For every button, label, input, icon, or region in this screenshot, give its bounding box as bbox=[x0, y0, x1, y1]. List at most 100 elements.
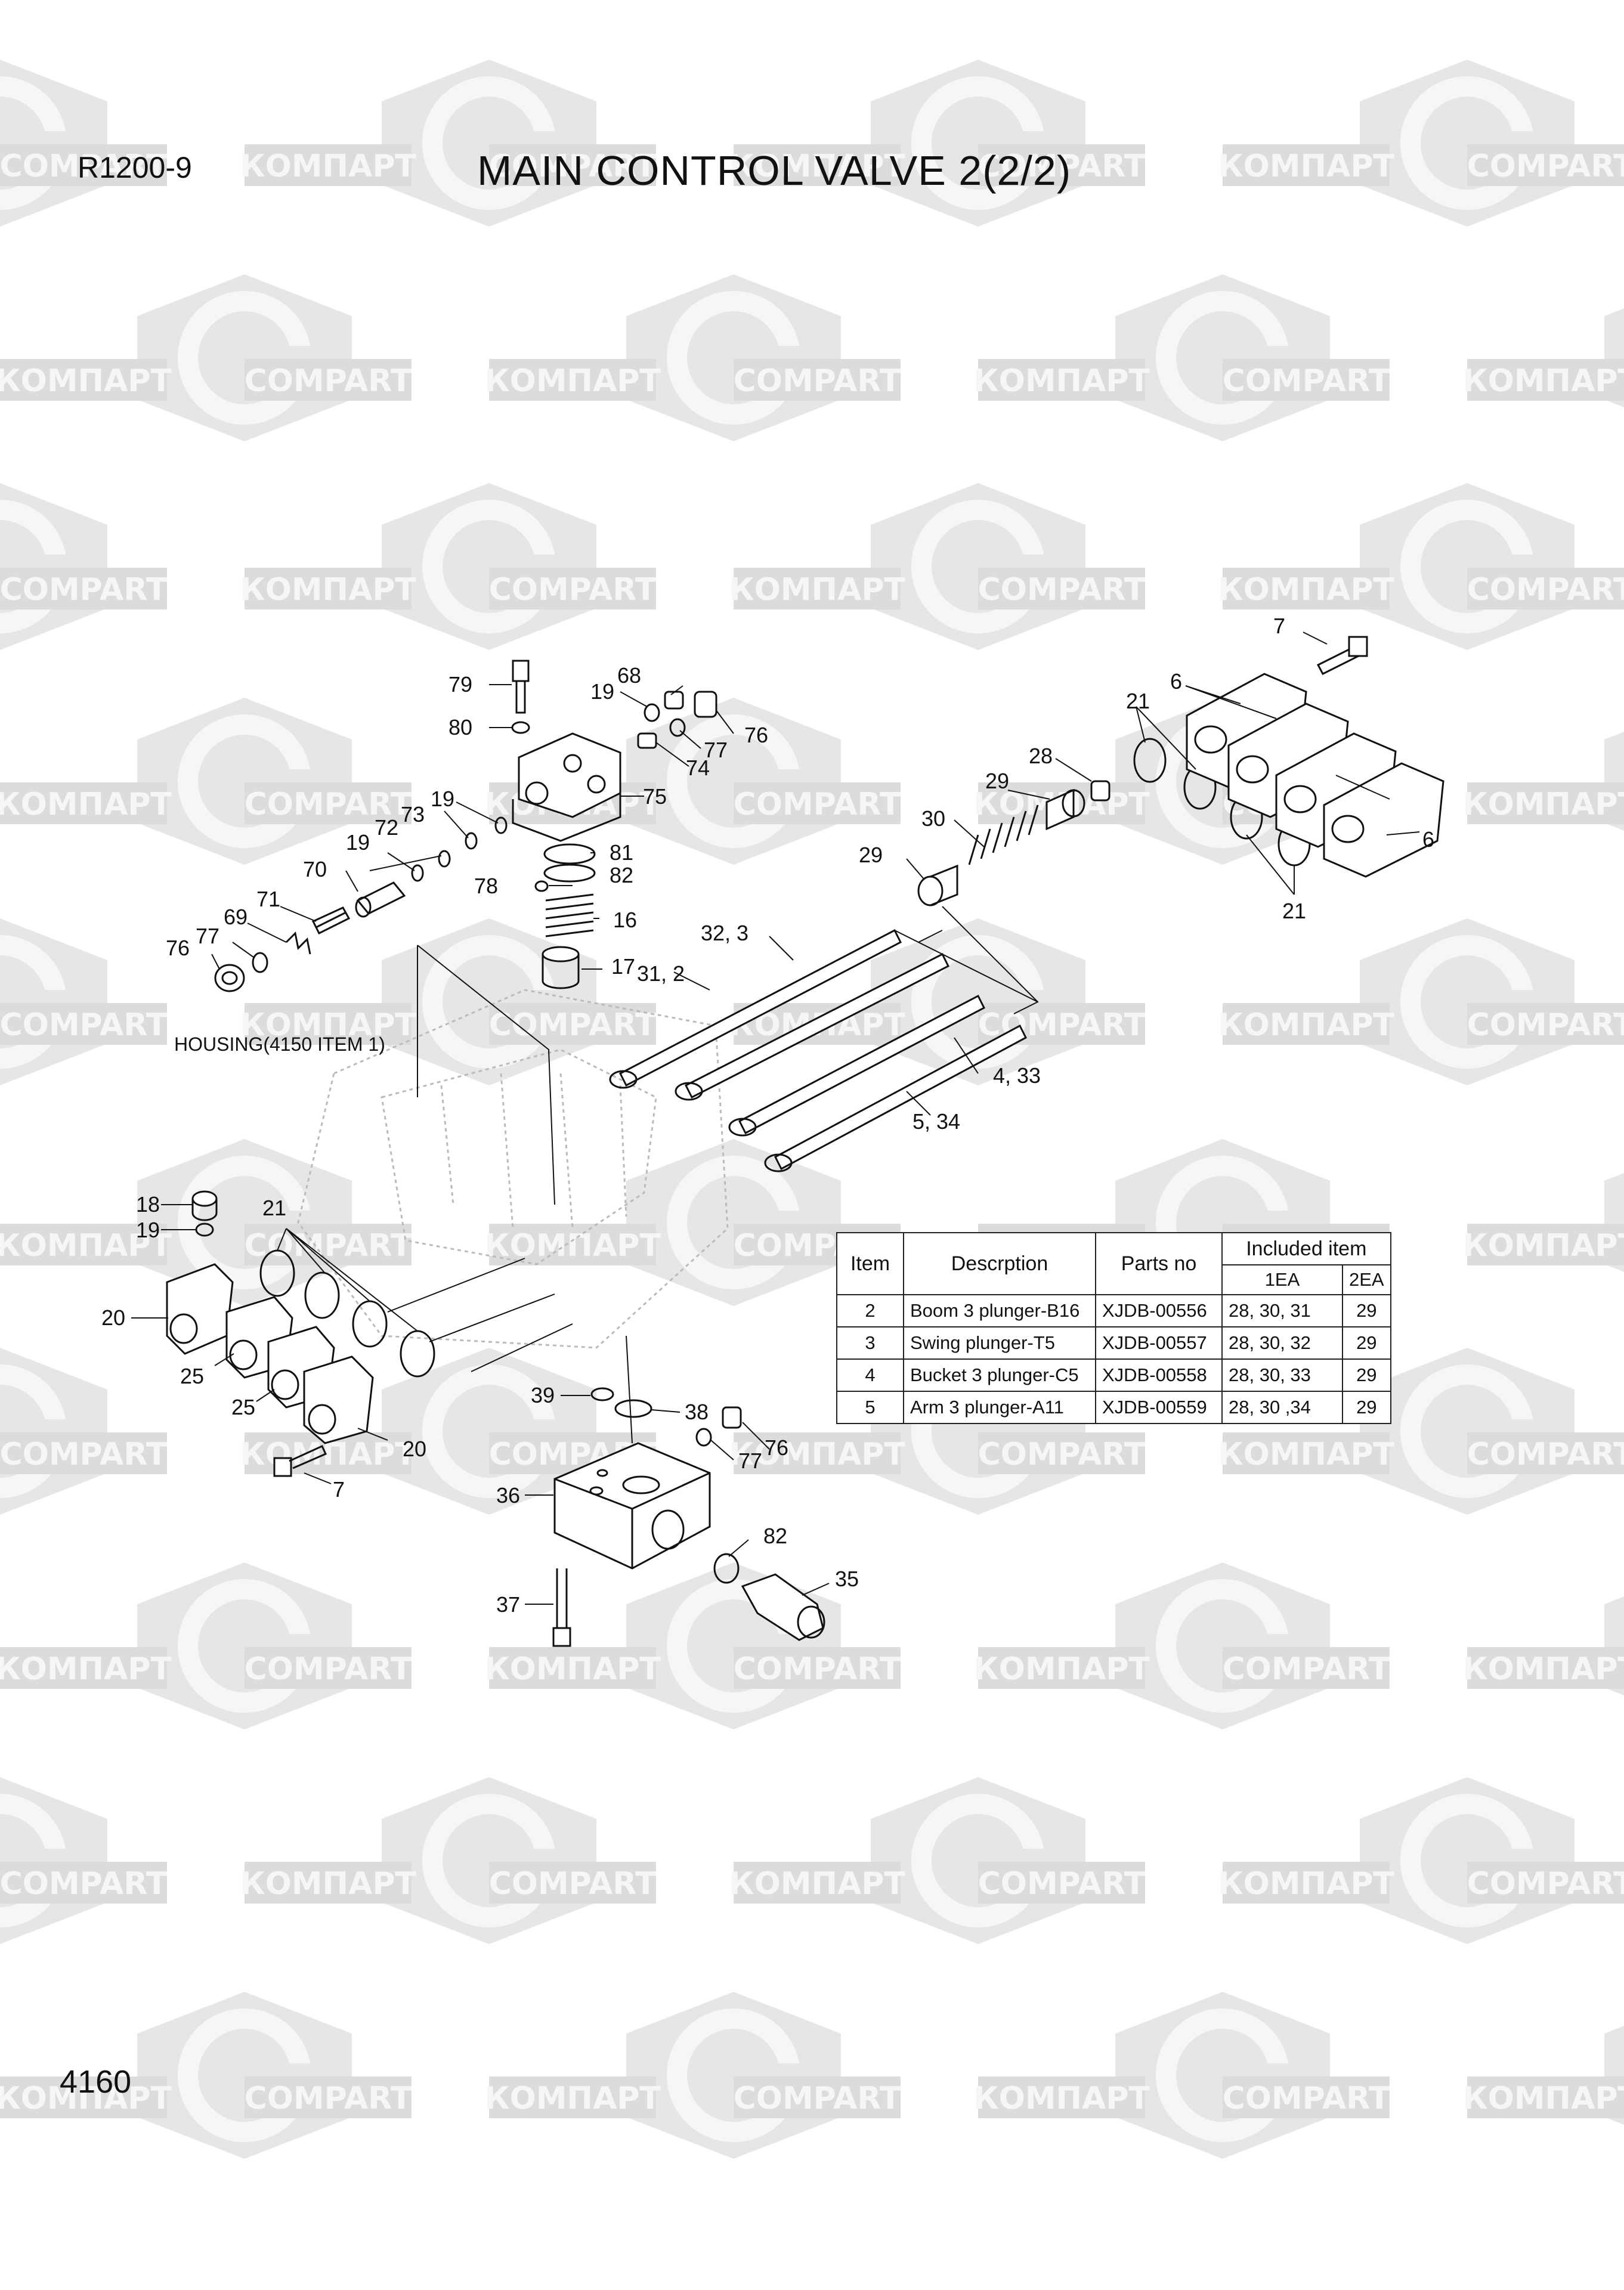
cell-2ea: 29 bbox=[1342, 1294, 1391, 1327]
callout-labels: 79 80 19 68 76 77 74 75 19 73 19 72 70 7… bbox=[101, 614, 1434, 1617]
header-parts-no: Parts no bbox=[1095, 1232, 1223, 1295]
plug-76b bbox=[214, 964, 245, 992]
callout-77c: 77 bbox=[738, 1449, 762, 1473]
callout-7b: 7 bbox=[333, 1477, 345, 1502]
header-1ea: 1EA bbox=[1221, 1264, 1343, 1295]
parts-table: Item Descrption Parts no Included item 1… bbox=[836, 1232, 1391, 1424]
callout-68: 68 bbox=[617, 663, 641, 688]
cap-20a bbox=[166, 1263, 234, 1355]
callout-19c: 19 bbox=[346, 830, 370, 855]
bolt-79 bbox=[512, 660, 530, 714]
callout-75: 75 bbox=[643, 784, 667, 809]
cell-description: Arm 3 plunger-A11 bbox=[903, 1391, 1096, 1424]
oring-19d bbox=[195, 1223, 214, 1237]
poppet-71 bbox=[311, 906, 351, 935]
oring-38 bbox=[614, 1399, 652, 1418]
callout-72: 72 bbox=[375, 815, 398, 840]
oring-82a bbox=[543, 864, 596, 883]
header-included: Included item bbox=[1221, 1232, 1391, 1265]
callout-21b: 21 bbox=[1282, 899, 1306, 923]
cell-1ea: 28, 30, 32 bbox=[1221, 1326, 1343, 1360]
cell-2ea: 29 bbox=[1342, 1326, 1391, 1360]
oring-19a bbox=[644, 703, 660, 722]
cell-parts-no: XJDB-00556 bbox=[1095, 1294, 1223, 1327]
callout-21a: 21 bbox=[1126, 689, 1150, 713]
cover-6-set bbox=[1186, 673, 1444, 878]
callout-74: 74 bbox=[686, 756, 710, 780]
lower-guide-lines bbox=[387, 1258, 633, 1444]
callout-78: 78 bbox=[474, 874, 498, 898]
callout-39: 39 bbox=[531, 1383, 555, 1407]
spool-3 bbox=[675, 952, 950, 1101]
cell-description: Boom 3 plunger-B16 bbox=[903, 1294, 1096, 1327]
washer-80 bbox=[511, 721, 530, 734]
housing-pointer bbox=[417, 945, 555, 1205]
bolt-7a bbox=[1316, 636, 1368, 675]
header-description: Descrption bbox=[903, 1232, 1096, 1295]
model-code: R1200-9 bbox=[78, 151, 192, 184]
oring-77b bbox=[252, 952, 268, 973]
plug-76c bbox=[722, 1406, 742, 1429]
cell-parts-no: XJDB-00559 bbox=[1095, 1391, 1223, 1424]
oring-82b bbox=[713, 1553, 740, 1584]
callout-71: 71 bbox=[256, 887, 280, 911]
cell-1ea: 28, 30 ,34 bbox=[1221, 1391, 1343, 1424]
oring-73 bbox=[438, 850, 451, 868]
header-item: Item bbox=[836, 1232, 904, 1295]
callout-73: 73 bbox=[401, 802, 425, 827]
callout-21c: 21 bbox=[262, 1196, 286, 1220]
seat-29a bbox=[1045, 788, 1085, 831]
cell-item: 2 bbox=[836, 1294, 904, 1327]
cell-description: Swing plunger-T5 bbox=[903, 1326, 1096, 1360]
oring-19b bbox=[494, 816, 508, 834]
cell-1ea: 28, 30, 33 bbox=[1221, 1358, 1343, 1392]
cell-description: Bucket 3 plunger-C5 bbox=[903, 1358, 1096, 1392]
page-number: 4160 bbox=[60, 2064, 132, 2100]
callout-77a: 77 bbox=[704, 738, 728, 762]
block-36 bbox=[553, 1442, 711, 1570]
callout-5-34: 5, 34 bbox=[912, 1109, 960, 1134]
callout-81: 81 bbox=[610, 840, 633, 865]
callout-31-2: 31, 2 bbox=[637, 961, 685, 986]
table-row: 4 Bucket 3 plunger-C5 XJDB-00558 28, 30,… bbox=[836, 1358, 1391, 1392]
callout-18: 18 bbox=[136, 1192, 160, 1217]
callout-4-33: 4, 33 bbox=[993, 1063, 1041, 1088]
callout-80: 80 bbox=[448, 715, 472, 739]
oring-81 bbox=[543, 843, 596, 865]
cell-item: 3 bbox=[836, 1326, 904, 1360]
callout-79: 79 bbox=[448, 672, 472, 697]
callout-20a: 20 bbox=[101, 1305, 125, 1330]
callout-32-3: 32, 3 bbox=[701, 921, 748, 945]
callout-82b: 82 bbox=[763, 1524, 787, 1548]
piston-17 bbox=[542, 946, 580, 989]
plug-18 bbox=[191, 1190, 218, 1221]
callout-35: 35 bbox=[835, 1567, 859, 1591]
plug-76a bbox=[694, 691, 717, 718]
table-row: 5 Arm 3 plunger-A11 XJDB-00559 28, 30 ,3… bbox=[836, 1391, 1391, 1424]
cell-item: 5 bbox=[836, 1391, 904, 1424]
oring-72 bbox=[411, 864, 424, 882]
callout-17: 17 bbox=[611, 954, 635, 979]
cell-2ea: 29 bbox=[1342, 1358, 1391, 1392]
spool-4 bbox=[728, 994, 985, 1137]
callout-6b: 6 bbox=[1422, 827, 1434, 852]
cell-item: 4 bbox=[836, 1358, 904, 1392]
oring-77a bbox=[669, 718, 686, 737]
spool-2 bbox=[609, 929, 902, 1089]
callout-76a: 76 bbox=[744, 723, 768, 747]
callout-25b: 25 bbox=[231, 1395, 255, 1419]
sleeve-70 bbox=[355, 881, 406, 918]
oring-77c bbox=[695, 1428, 712, 1447]
spring-30 bbox=[968, 804, 1039, 865]
callout-19d: 19 bbox=[136, 1218, 160, 1242]
callout-19a: 19 bbox=[590, 679, 614, 704]
cell-parts-no: XJDB-00557 bbox=[1095, 1326, 1223, 1360]
callout-6a: 6 bbox=[1170, 669, 1182, 694]
bolt-28 bbox=[1090, 780, 1110, 802]
callout-20b: 20 bbox=[403, 1437, 426, 1461]
oring-39 bbox=[590, 1387, 614, 1401]
leader-lines bbox=[131, 632, 1420, 1605]
cell-2ea: 29 bbox=[1342, 1391, 1391, 1424]
